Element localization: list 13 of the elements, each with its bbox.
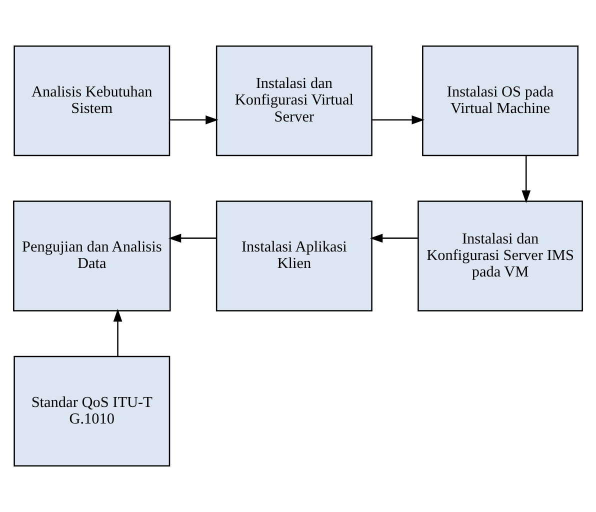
node-box: Instalasi dan Konfigurasi Server IMS pada VM xyxy=(418,200,583,312)
arrow xyxy=(113,308,122,356)
node-box: Instalasi OS pada Virtual Machine xyxy=(422,45,579,156)
node-box: Pengujian dan Analisis Data xyxy=(13,200,171,312)
arrow xyxy=(372,115,425,124)
arrow xyxy=(170,115,218,124)
node-box: Standar QoS ITU-T G.1010 xyxy=(14,356,170,467)
arrow xyxy=(522,156,531,204)
arrow xyxy=(168,234,217,243)
arrow xyxy=(370,234,418,243)
node-box: Instalasi Aplikasi Klien xyxy=(216,200,372,312)
node-box: Instalasi dan Konfigurasi Virtual Server xyxy=(216,45,372,156)
node-box: Analisis Kebutuhan Sistem xyxy=(14,45,170,156)
